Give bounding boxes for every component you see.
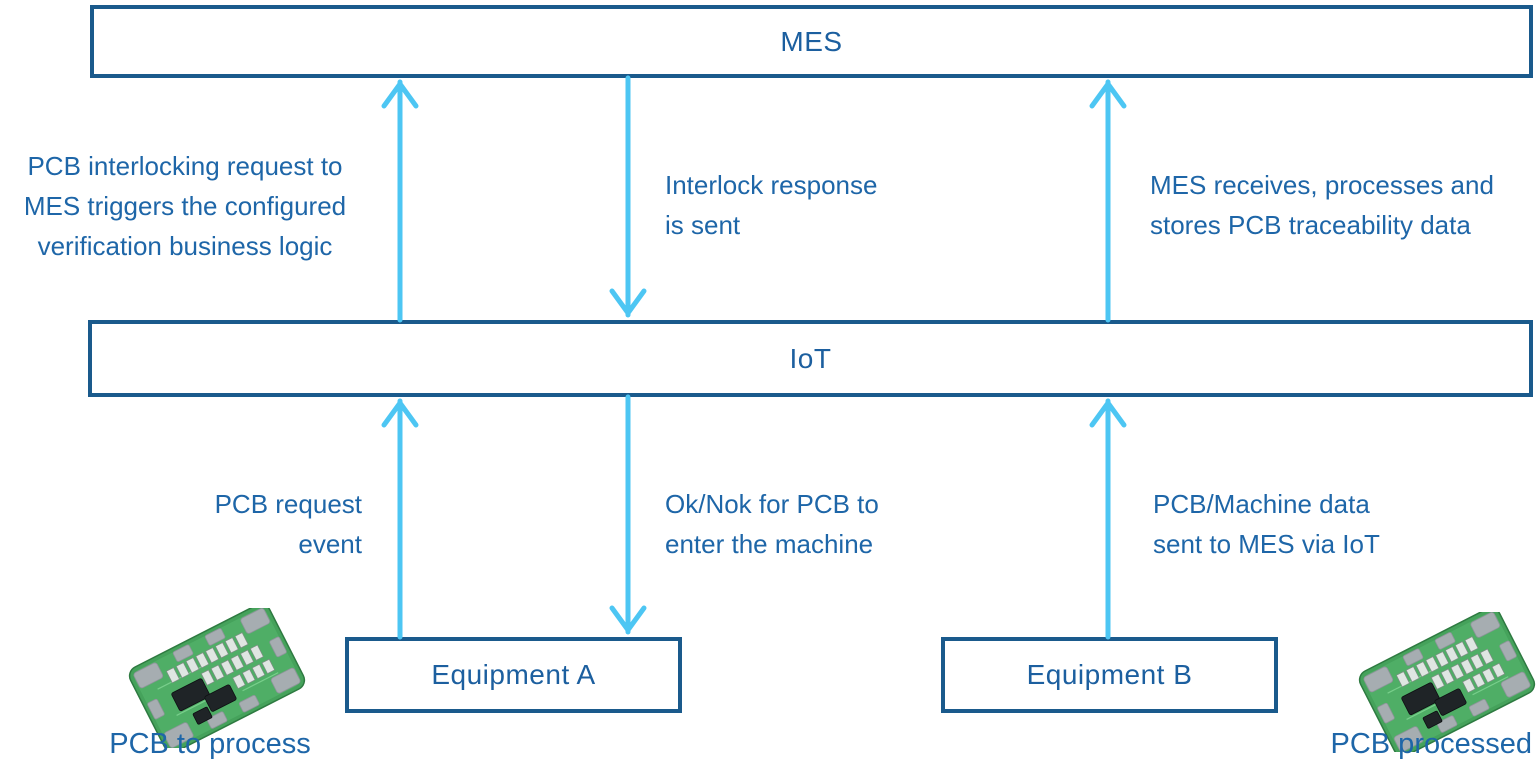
- iot-box-title: IoT: [789, 342, 832, 374]
- label-line: enter the machine: [665, 529, 874, 559]
- label-line: MES receives, processes and: [1150, 170, 1494, 200]
- label-line: verification business logic: [37, 231, 333, 261]
- label-line: PCB request: [214, 489, 362, 519]
- iot-box: IoT: [88, 320, 1533, 397]
- label-ok-nok: Ok/Nok for PCB to enter the machine: [665, 484, 985, 564]
- label-line: event: [298, 529, 362, 559]
- label-pcb-machine-data: PCB/Machine data sent to MES via IoT: [1153, 484, 1493, 564]
- equipment-b-title: Equipment B: [1026, 659, 1193, 690]
- caption-pcb-processed: PCB processed: [1330, 728, 1533, 760]
- equipment-a-title: Equipment A: [431, 659, 596, 690]
- arrow-iot-to-mes-request: [381, 79, 419, 323]
- label-line: PCB/Machine data: [1153, 489, 1370, 519]
- equipment-b-box: Equipment B: [941, 637, 1278, 713]
- label-line: Ok/Nok for PCB to: [665, 489, 879, 519]
- arrow-iot-to-equipment-a-oknok: [609, 394, 647, 635]
- label-interlock-request: PCB interlocking request to MES triggers…: [2, 146, 368, 266]
- arrow-equipment-b-to-iot-data: [1089, 398, 1127, 640]
- mes-box: MES: [90, 5, 1533, 78]
- pcb-image-right: [1358, 612, 1536, 752]
- arrow-equipment-a-to-iot-request: [381, 398, 419, 640]
- label-line: Interlock response: [665, 170, 878, 200]
- caption-pcb-to-process: PCB to process: [109, 728, 311, 760]
- label-line: stores PCB traceability data: [1150, 210, 1471, 240]
- label-interlock-response: Interlock response is sent: [665, 165, 985, 245]
- equipment-a-box: Equipment A: [345, 637, 682, 713]
- arrow-iot-to-mes-data: [1089, 79, 1127, 323]
- label-line: PCB interlocking request to: [27, 151, 343, 181]
- mes-box-title: MES: [780, 25, 843, 57]
- label-mes-receives: MES receives, processes and stores PCB t…: [1150, 165, 1536, 245]
- label-pcb-request: PCB request event: [100, 484, 362, 564]
- arrow-mes-to-iot-response: [609, 75, 647, 318]
- label-line: sent to MES via IoT: [1153, 529, 1380, 559]
- label-line: MES triggers the configured: [23, 191, 347, 221]
- pcb-image-left: [128, 608, 306, 748]
- label-line: is sent: [665, 210, 741, 240]
